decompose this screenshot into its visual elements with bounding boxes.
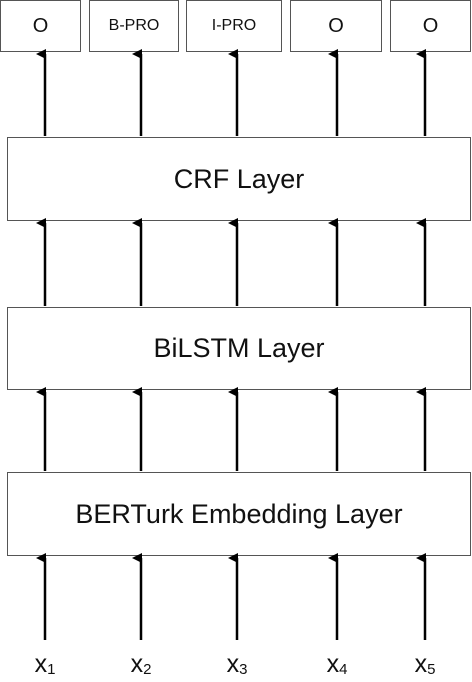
output-box-1: O <box>0 0 81 52</box>
input-token-3: x3 <box>212 650 262 679</box>
bilstm-layer-box: BiLSTM Layer <box>7 307 471 390</box>
output-label: B-PRO <box>108 17 160 34</box>
input-token-5: x5 <box>400 650 450 679</box>
output-label: O <box>32 14 49 37</box>
input-token-1: x1 <box>20 650 70 679</box>
input-token-subscript: 5 <box>427 661 436 678</box>
crf-layer-label: CRF Layer <box>173 163 305 194</box>
input-token-subscript: 3 <box>239 661 248 678</box>
embedding-layer-label: BERTurk Embedding Layer <box>75 498 403 529</box>
input-token-base: x <box>226 650 240 678</box>
input-token-subscript: 2 <box>143 661 152 678</box>
input-token-base: x <box>130 650 144 678</box>
input-token-base: x <box>326 650 340 678</box>
input-token-subscript: 1 <box>47 661 56 678</box>
input-token-2: x2 <box>116 650 166 679</box>
output-label: O <box>328 14 344 37</box>
input-token-4: x4 <box>312 650 362 679</box>
output-box-3: I-PRO <box>186 0 282 52</box>
output-label: O <box>422 14 439 37</box>
bilstm-layer-label: BiLSTM Layer <box>153 333 325 363</box>
input-token-base: x <box>414 650 428 678</box>
input-token-subscript: 4 <box>339 661 348 678</box>
output-box-5: O <box>390 0 471 52</box>
embedding-layer-box: BERTurk Embedding Layer <box>7 472 471 556</box>
input-token-base: x <box>34 650 48 678</box>
output-label: I-PRO <box>211 17 257 34</box>
crf-layer-box: CRF Layer <box>7 137 471 221</box>
